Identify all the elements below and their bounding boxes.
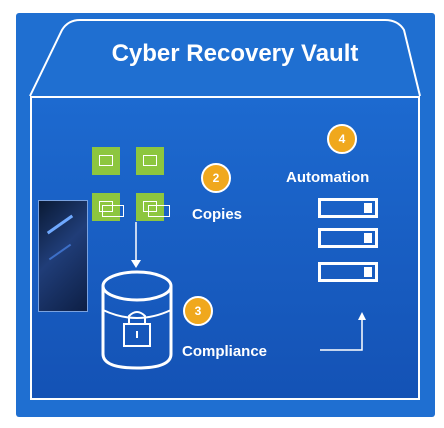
device-glint xyxy=(48,243,72,261)
server-unit xyxy=(318,262,378,282)
copy-outline xyxy=(148,205,170,217)
compliance-label: Compliance xyxy=(182,343,268,360)
copy-tile xyxy=(136,147,164,175)
server-unit xyxy=(318,228,378,248)
server-unit xyxy=(318,198,378,218)
compliance-step-badge: 3 xyxy=(183,296,213,326)
vault-title: Cyber Recovery Vault xyxy=(111,40,359,67)
automation-label: Automation xyxy=(286,169,370,186)
copy-tile xyxy=(92,147,120,175)
device-glint xyxy=(46,214,74,235)
storage-device-icon xyxy=(38,200,88,312)
copies-label: Copies xyxy=(192,206,243,223)
copies-step-badge: 2 xyxy=(201,163,231,193)
database-lock-icon xyxy=(101,270,173,370)
copy-outline xyxy=(102,205,124,217)
automation-step-badge: 4 xyxy=(327,124,357,154)
